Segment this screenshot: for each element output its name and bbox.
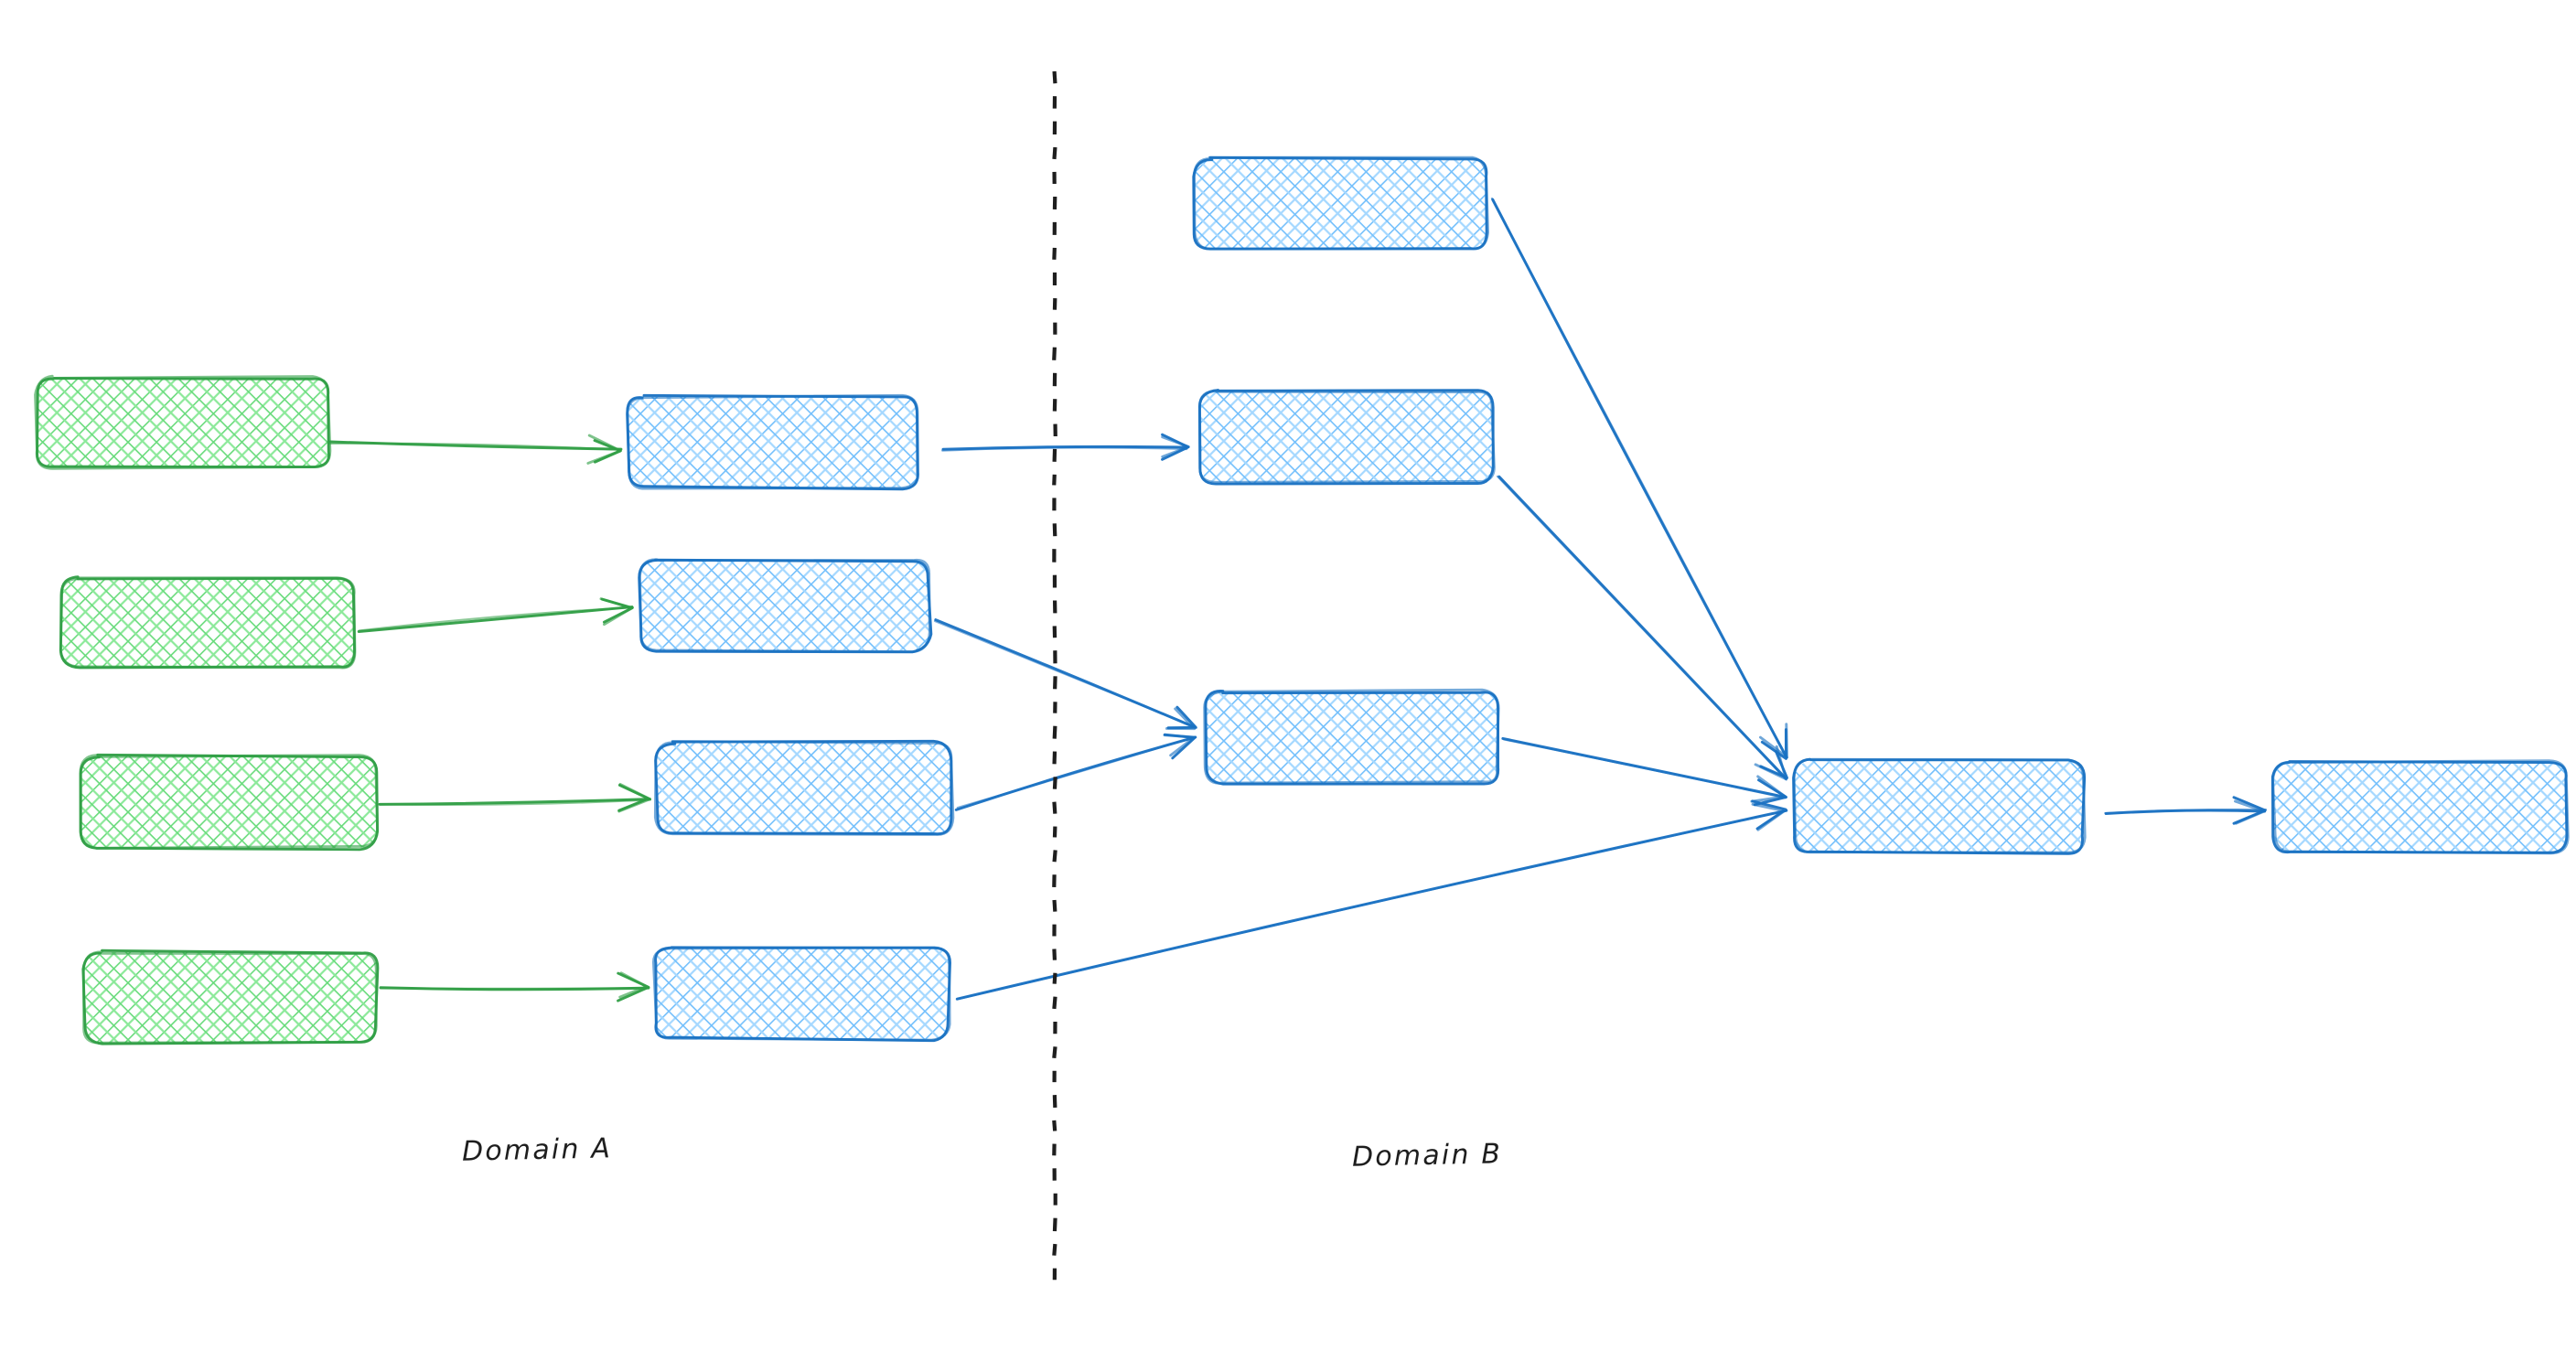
node-a-mid-2[interactable]: [638, 558, 933, 654]
edge-e2[interactable]: [357, 597, 635, 634]
edge-e8[interactable]: [1490, 197, 1788, 760]
edge-e1[interactable]: [328, 434, 623, 465]
node-a-mid-4[interactable]: [651, 946, 951, 1043]
node-a-mid-3[interactable]: [653, 739, 955, 836]
edge-e11[interactable]: [955, 799, 1788, 1001]
node-a-src-3[interactable]: [79, 753, 380, 852]
node-layer: [34, 155, 2570, 1045]
divider-layer: [1052, 70, 1057, 1281]
edge-e6[interactable]: [933, 618, 1197, 731]
node-b-mid[interactable]: [1197, 389, 1496, 486]
domain-b-label: Domain B: [1351, 1138, 1503, 1174]
node-b-out[interactable]: [2270, 759, 2570, 855]
node-b-top[interactable]: [1192, 155, 1489, 251]
node-a-mid-1[interactable]: [626, 393, 919, 491]
edge-e5[interactable]: [941, 433, 1190, 461]
domain-divider: [1052, 70, 1057, 1281]
node-a-src-1[interactable]: [34, 374, 332, 470]
node-a-src-4[interactable]: [81, 949, 380, 1045]
edge-e7[interactable]: [954, 733, 1197, 811]
edge-e3[interactable]: [377, 782, 652, 813]
node-b-low[interactable]: [1203, 688, 1500, 786]
node-a-src-2[interactable]: [59, 575, 357, 670]
edge-layer: [328, 197, 2268, 1002]
node-b-hub[interactable]: [1792, 757, 2087, 855]
edge-e10[interactable]: [1501, 736, 1788, 807]
edge-e4[interactable]: [379, 971, 650, 1002]
domain-a-label: Domain A: [461, 1132, 613, 1168]
edge-e12[interactable]: [2104, 796, 2268, 825]
edge-e9[interactable]: [1496, 475, 1788, 781]
